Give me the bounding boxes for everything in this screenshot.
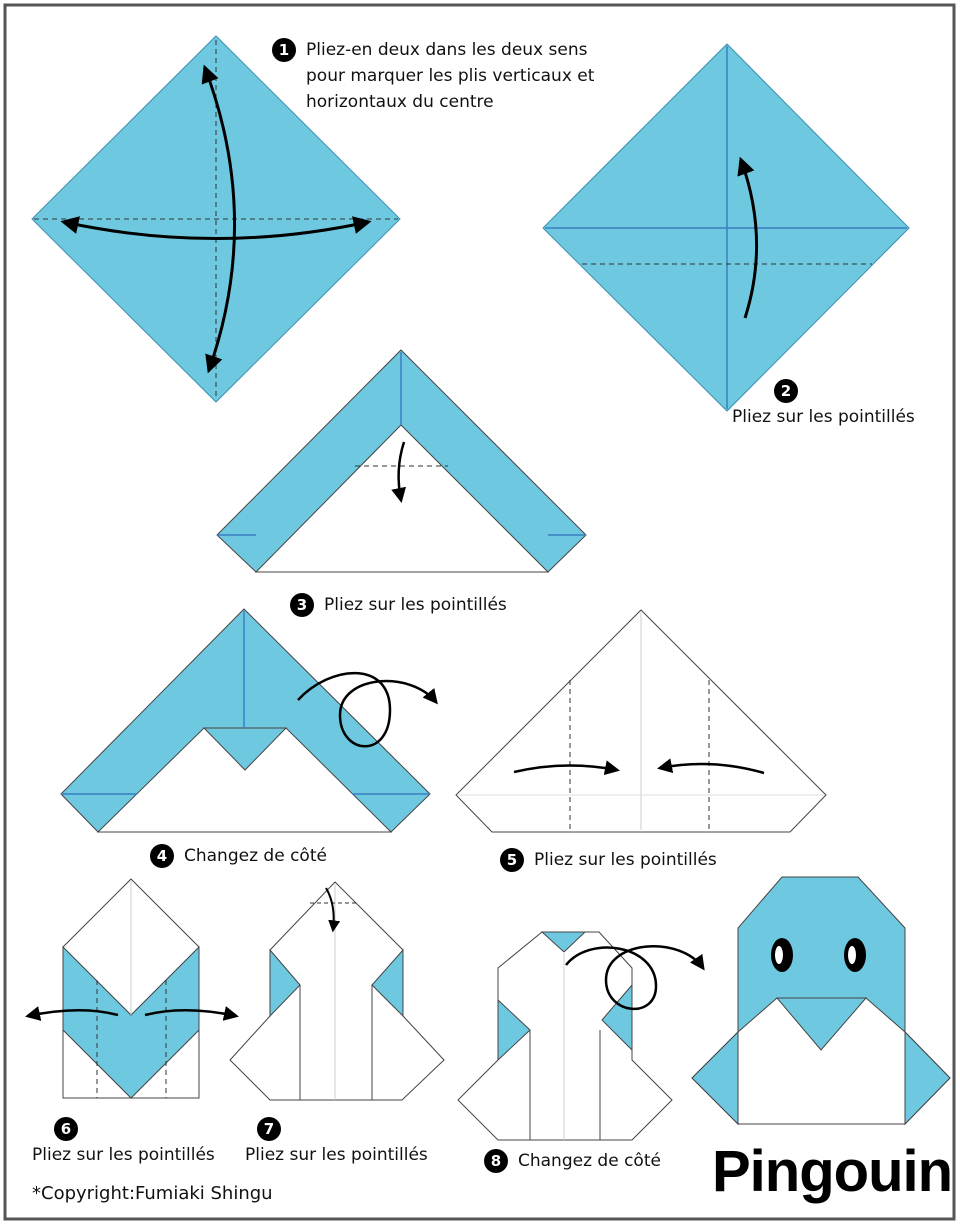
step-6-arrow-right (144, 1006, 239, 1021)
step-7-caption: 7 Pliez sur les pointillés (245, 1116, 428, 1168)
step-2-text: Pliez sur les pointillés (732, 407, 915, 427)
step-number-badge: 5 (500, 848, 524, 872)
step-number-badge: 2 (774, 379, 798, 403)
step-5-arrow-right (657, 758, 765, 775)
step-number-badge: 4 (150, 844, 174, 868)
step-4-caption: 4 Changez de côté (150, 843, 327, 869)
step-4-text: Changez de côté (184, 846, 327, 866)
step-5-caption: 5 Pliez sur les pointillés (500, 847, 717, 873)
step-5-text: Pliez sur les pointillés (534, 850, 717, 870)
step-5-diagram (455, 609, 827, 833)
step-1-line-1: Pliez-en deux dans les deux sens (306, 40, 588, 60)
page-border (3, 3, 956, 1221)
step-number-badge: 7 (257, 1117, 281, 1141)
step-5-arrow-left (513, 760, 620, 776)
step-3-caption: 3 Pliez sur les pointillés (290, 592, 507, 618)
step-6-text: Pliez sur les pointillés (32, 1145, 215, 1165)
step-2-arrow (737, 156, 759, 319)
step-3-arrow (391, 441, 407, 503)
step-3-text: Pliez sur les pointillés (324, 595, 507, 615)
step-2-diagram (542, 43, 910, 412)
step-6-caption: 6 Pliez sur les pointillés (32, 1116, 215, 1168)
step-8-diagram (457, 931, 705, 1141)
step-1-caption: 1 Pliez-en deux dans les deux sens pour m… (272, 37, 594, 115)
step-3-diagram (216, 349, 587, 573)
step-number-badge: 3 (290, 593, 314, 617)
step-6-diagram (25, 878, 239, 1099)
step-8-flip-arrow (565, 945, 705, 1010)
step-6-arrow-left (25, 1006, 119, 1021)
penguin-result (691, 876, 951, 1126)
step-8-text: Changez de côté (518, 1151, 661, 1171)
step-7-text: Pliez sur les pointillés (245, 1145, 428, 1165)
step-7-arrow (325, 887, 341, 933)
page-title: Pingouin (712, 1139, 953, 1204)
step-2-caption: 2 Pliez sur les pointillés (732, 378, 915, 430)
step-7-diagram (229, 881, 445, 1101)
step-number-badge: 1 (272, 38, 296, 62)
step-number-badge: 6 (54, 1117, 78, 1141)
step-1-diagram (31, 35, 401, 403)
step-1-line-3: horizontaux du centre (306, 92, 494, 112)
step-8-caption: 8 Changez de côté (484, 1148, 661, 1174)
step-1-line-2: pour marquer les plis verticaux et (306, 66, 595, 86)
step-4-flip-arrow (297, 671, 438, 748)
step-number-badge: 8 (484, 1149, 508, 1173)
step-1-arrow-horizontal (60, 216, 372, 240)
step-4-diagram (60, 608, 438, 833)
copyright-text: *Copyright:Fumiaki Shingu (32, 1183, 273, 1204)
